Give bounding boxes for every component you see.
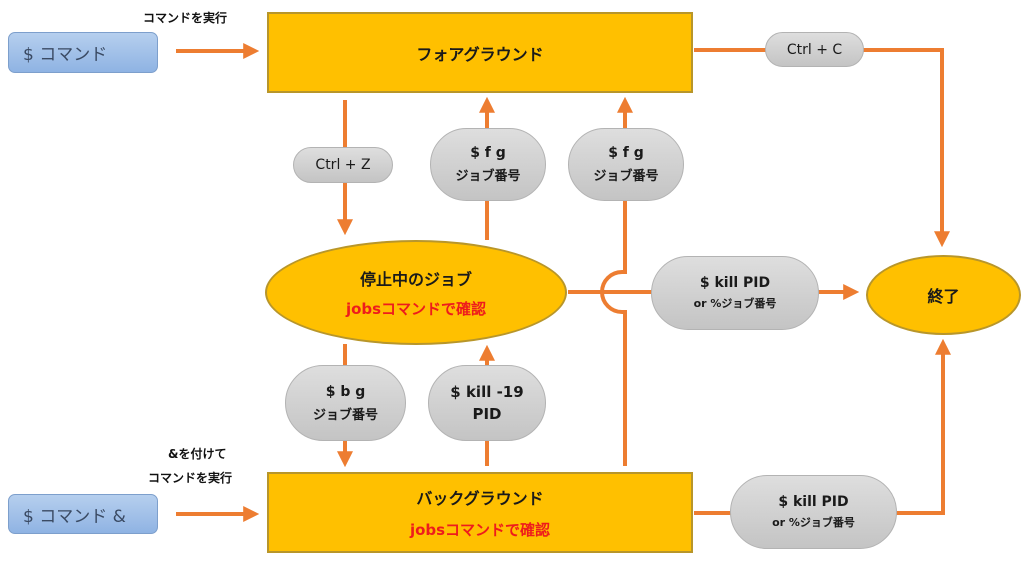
fg-job-number: ジョブ番号 [455, 169, 521, 184]
terminated-state: 終了 [866, 255, 1021, 335]
fg-job-number: ジョブ番号 [593, 169, 659, 184]
foreground-command-box: $ コマンド [8, 32, 158, 73]
stopped-job-note: jobsコマンドで確認 [345, 300, 487, 318]
kill-19-command: $ kill -19 [450, 383, 524, 401]
fg-from-background-transition: $ f g ジョブ番号 [568, 128, 684, 201]
foreground-command-text: $ コマンド [23, 45, 108, 65]
kill-19-pid: PID [472, 405, 502, 423]
bg-transition: $ b g ジョブ番号 [285, 365, 406, 441]
stopped-job-state: 停止中のジョブ jobsコマンドで確認 [265, 240, 567, 345]
foreground-state: フォアグラウンド [267, 12, 693, 93]
foreground-command-caption: コマンドを実行 [143, 11, 228, 25]
foreground-state-title: フォアグラウンド [416, 44, 544, 64]
arrow-ctrl-c-to-terminated [862, 48, 950, 248]
kill-stopped-transition: $ kill PID or %ジョブ番号 [651, 256, 819, 330]
background-command-box: $ コマンド & [8, 494, 158, 534]
background-command-caption-line2: コマンドを実行 [148, 471, 233, 485]
kill-command: $ kill PID [778, 494, 849, 510]
background-state: バックグラウンド jobsコマンドで確認 [267, 472, 693, 553]
kill-19-transition: $ kill -19 PID [428, 365, 546, 441]
kill-command: $ kill PID [699, 275, 771, 291]
kill-background-transition: $ kill PID or %ジョブ番号 [730, 475, 897, 549]
fg-command: $ f g [608, 145, 644, 161]
bg-job-number: ジョブ番号 [312, 407, 378, 423]
fg-from-stopped-transition: $ f g ジョブ番号 [430, 128, 546, 201]
background-state-note: jobsコマンドで確認 [409, 521, 551, 539]
ctrl-z-label: Ctrl + Z [315, 157, 371, 173]
ctrl-c-label: Ctrl + C [786, 41, 843, 58]
terminated-title: 終了 [927, 287, 960, 306]
kill-job-number: or %ジョブ番号 [772, 516, 855, 529]
kill-job-number: or %ジョブ番号 [693, 297, 777, 310]
background-command-text: $ コマンド & [23, 506, 126, 527]
connector-background-to-fg [600, 200, 627, 466]
stopped-job-title: 停止中のジョブ [359, 270, 472, 289]
bg-command: $ b g [325, 383, 366, 400]
background-command-caption-line1: &を付けて [168, 447, 227, 461]
fg-command: $ f g [470, 145, 506, 161]
ctrl-z-transition: Ctrl + Z [293, 147, 393, 183]
ctrl-c-transition: Ctrl + C [765, 32, 864, 67]
arrow-kill-bg-to-terminated [895, 338, 951, 515]
background-state-title: バックグラウンド [416, 489, 544, 508]
